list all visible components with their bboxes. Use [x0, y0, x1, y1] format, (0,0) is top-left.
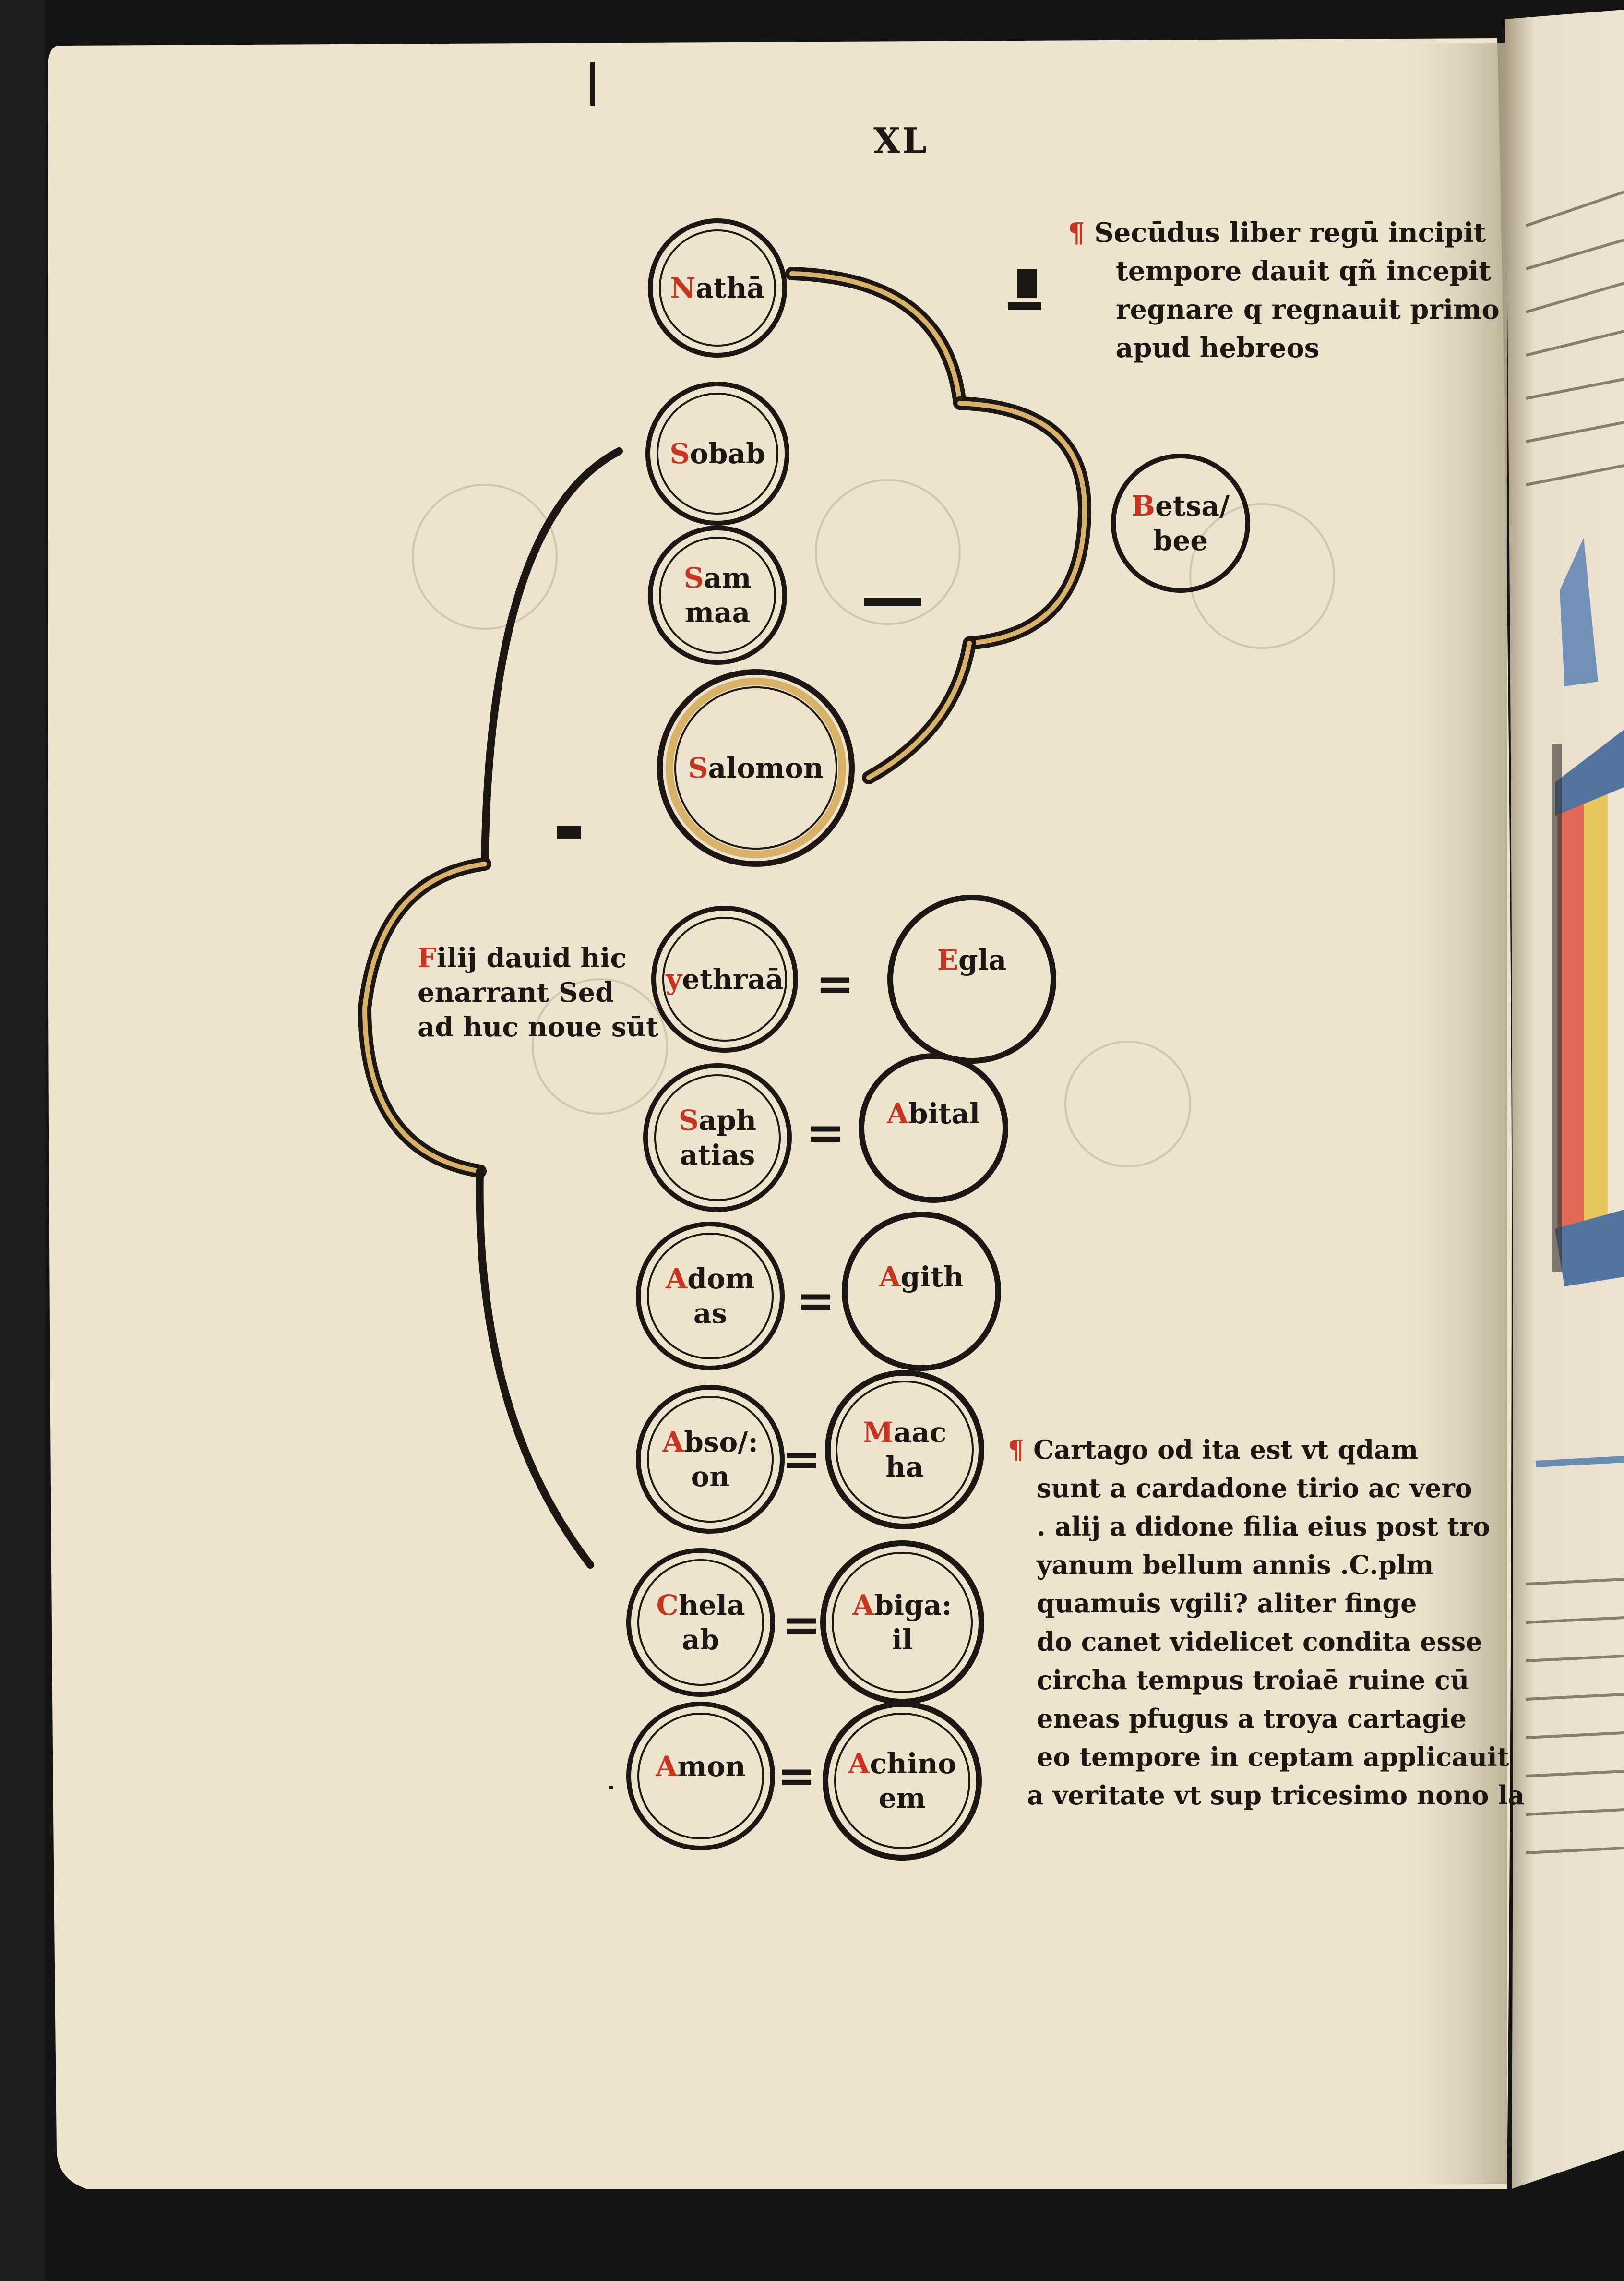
name-text-line2: ha: [885, 1451, 924, 1483]
equals-sign: =: [815, 957, 855, 1011]
note-line: eneas pfugus a troya cartagie: [1037, 1703, 1467, 1734]
name-text: biga:: [874, 1589, 952, 1621]
note-line: ad huc noue sūt: [418, 1011, 658, 1043]
equals-sign: =: [782, 1432, 821, 1486]
note-secundus-liber: ¶ Secūdus liber regū incipit tempore dau…: [1068, 214, 1500, 367]
initial-letter: E: [937, 944, 959, 976]
circle-label-amon: Amon: [656, 1749, 745, 1784]
note-line: tempore dauit qñ incepit: [1116, 255, 1492, 287]
initial-letter: M: [862, 1416, 894, 1449]
initial-letter: A: [852, 1589, 874, 1621]
printer-marks: [557, 62, 1041, 1789]
note-line: circha tempus troiaē ruine cū: [1037, 1665, 1469, 1695]
note-line: ilij dauid hic: [436, 942, 627, 974]
name-text: dom: [687, 1262, 755, 1295]
initial-letter: S: [678, 1104, 699, 1137]
initial-letter: A: [848, 1747, 870, 1780]
initial-letter: S: [1094, 217, 1114, 249]
name-text: mon: [677, 1750, 746, 1783]
circle-label-natha: Nathā: [670, 271, 764, 305]
equals-sign: =: [782, 1598, 821, 1652]
name-text: ethraā: [682, 963, 784, 996]
note-cartago: ¶ Cartago od ita est vt qdam sunt a card…: [1008, 1430, 1525, 1814]
name-text: hela: [678, 1589, 745, 1621]
name-text: alomon: [708, 752, 824, 784]
note-line: do canet videlicet condita esse: [1037, 1626, 1482, 1657]
page: [48, 38, 1512, 2189]
circle-label-agith: Agith: [879, 1260, 964, 1294]
connector-lines: [358, 267, 1092, 1569]
initial-letter: A: [656, 1750, 678, 1783]
name-text-line2: em: [878, 1782, 926, 1814]
name-text: am: [704, 562, 752, 594]
name-text-line2: as: [693, 1297, 728, 1330]
initial-letter: A: [662, 1426, 684, 1458]
note-line: a veritate vt sup tricesimo nono la: [1027, 1780, 1525, 1811]
name-text: chino: [870, 1747, 956, 1780]
circle-label-egla: Egla: [937, 943, 1006, 977]
circle-label-salomon: Salomon: [688, 751, 824, 785]
note-line: sunt a cardadone tirio ac vero: [1037, 1473, 1472, 1503]
name-text: gla: [958, 944, 1007, 976]
initial-letter: F: [418, 942, 437, 974]
note-filii-dauid: Filij dauid hic enarrant Sed ad huc noue…: [418, 941, 658, 1044]
note-line: . alij a didone filia eius post tro: [1037, 1511, 1490, 1542]
facing-page-illustration: [1552, 538, 1624, 1286]
circle-label-sobab: Sobab: [669, 436, 765, 471]
circle-label-absolon: Abso/:on: [662, 1425, 758, 1494]
note-line: artago od ita est vt qdam: [1054, 1434, 1419, 1465]
initial-letter: y: [666, 963, 682, 996]
name-text-line2: maa: [684, 596, 751, 629]
equals-sign: =: [806, 1106, 845, 1160]
show-through: [412, 479, 1335, 1167]
initial-letter: C: [656, 1589, 679, 1621]
name-text: bital: [908, 1097, 980, 1130]
initial-letter: S: [683, 562, 704, 594]
note-line: eo tempore in ceptam applicauit: [1037, 1741, 1509, 1772]
name-text: aph: [698, 1104, 757, 1137]
circle-label-abigail: Abiga:il: [852, 1588, 952, 1657]
note-line: yanum bellum annis .C.plm: [1037, 1549, 1434, 1580]
circles: [626, 218, 1250, 1861]
initial-letter: A: [666, 1262, 688, 1295]
circle-label-ythraa: yethraā: [666, 962, 783, 996]
initial-letter: B: [1131, 490, 1155, 522]
initial-letter: S: [688, 752, 708, 784]
name-text: gith: [900, 1261, 964, 1293]
name-text: athā: [695, 272, 765, 304]
circle-label-abital: Abital: [887, 1096, 980, 1131]
note-line: ecūdus liber regū incipit: [1113, 217, 1486, 249]
name-text-line2: bee: [1153, 524, 1208, 557]
name-text-line2: atias: [680, 1139, 755, 1171]
name-text: etsa/: [1155, 490, 1230, 522]
name-text-line2: il: [891, 1623, 913, 1656]
note-line: enarrant Sed: [418, 977, 614, 1008]
paragraph-mark: ¶: [1068, 217, 1085, 249]
initial-letter: N: [670, 272, 696, 304]
initial-letter: S: [669, 437, 690, 470]
paragraph-mark: ¶: [1008, 1434, 1025, 1465]
name-text-line2: ab: [681, 1623, 720, 1656]
circle-label-betsabee: Betsa/bee: [1132, 489, 1230, 558]
initial-letter: A: [879, 1261, 901, 1293]
equals-sign: =: [777, 1749, 816, 1803]
facing-page-text: [1526, 191, 1624, 1854]
name-text: bso/:: [684, 1426, 758, 1458]
name-text: obab: [690, 437, 765, 470]
folio-number: XL: [873, 120, 929, 161]
name-text: aac: [893, 1416, 947, 1449]
note-line: apud hebreos: [1116, 332, 1320, 364]
initial-letter: C: [1033, 1434, 1054, 1465]
equals-sign: =: [796, 1274, 836, 1328]
initial-letter: A: [886, 1097, 909, 1130]
note-line: regnare q regnauit primo: [1116, 294, 1500, 325]
name-text-line2: on: [691, 1460, 730, 1493]
note-line: quamuis vgili? aliter finge: [1037, 1588, 1417, 1619]
